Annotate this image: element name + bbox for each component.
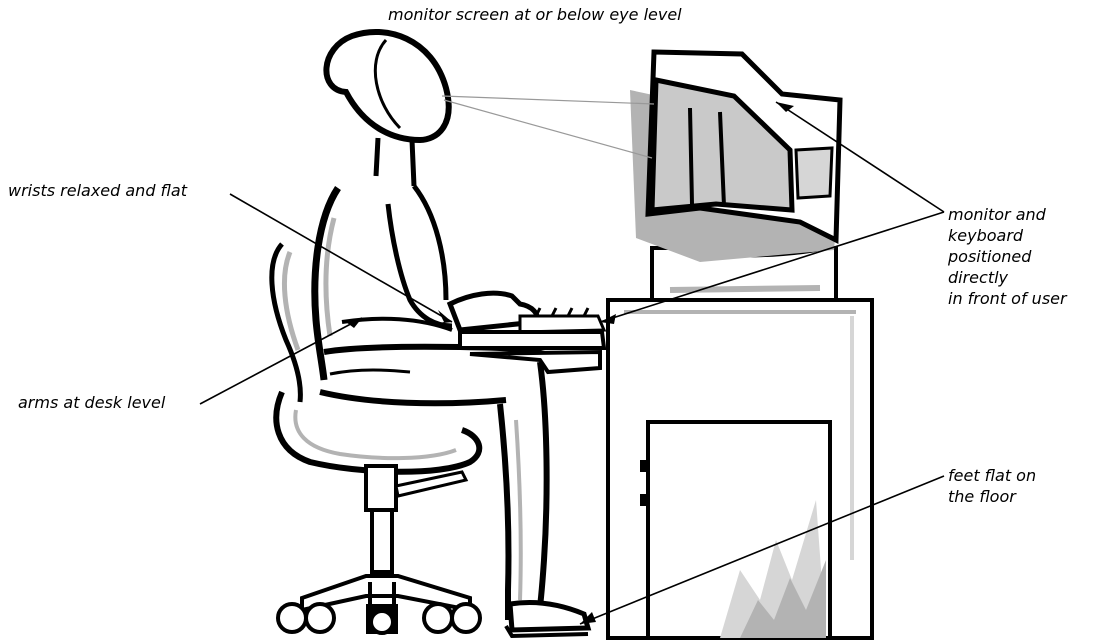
computer-monitor [630,52,840,300]
user-lower-leg [538,362,547,620]
label-feet: feet flat on the floor [948,465,1036,507]
leader-wrists [230,194,452,322]
chair-mechanism [366,466,396,510]
user-head [326,32,448,140]
label-monitor-keyboard-line: positioned [948,246,1067,267]
label-monitor-keyboard-line: directly [948,267,1067,288]
label-arms: arms at desk level [18,392,165,413]
sight-lines [442,96,654,158]
label-monitor-keyboard: monitor and keyboard positioned directly… [948,204,1067,309]
label-monitor-keyboard-line: keyboard [948,225,1067,246]
keyboard-tray [460,332,604,348]
label-monitor-eye-level: monitor screen at or below eye level [388,4,682,25]
desk [608,300,872,638]
chair-lever [396,472,466,496]
chair-column [372,510,392,572]
label-monitor-keyboard-line: monitor and [948,204,1067,225]
label-feet-line: the floor [948,486,1036,507]
label-wrists: wrists relaxed and flat [8,180,187,201]
label-feet-line: feet flat on [948,465,1036,486]
user-foot [510,602,588,630]
label-monitor-keyboard-line: in front of user [948,288,1067,309]
